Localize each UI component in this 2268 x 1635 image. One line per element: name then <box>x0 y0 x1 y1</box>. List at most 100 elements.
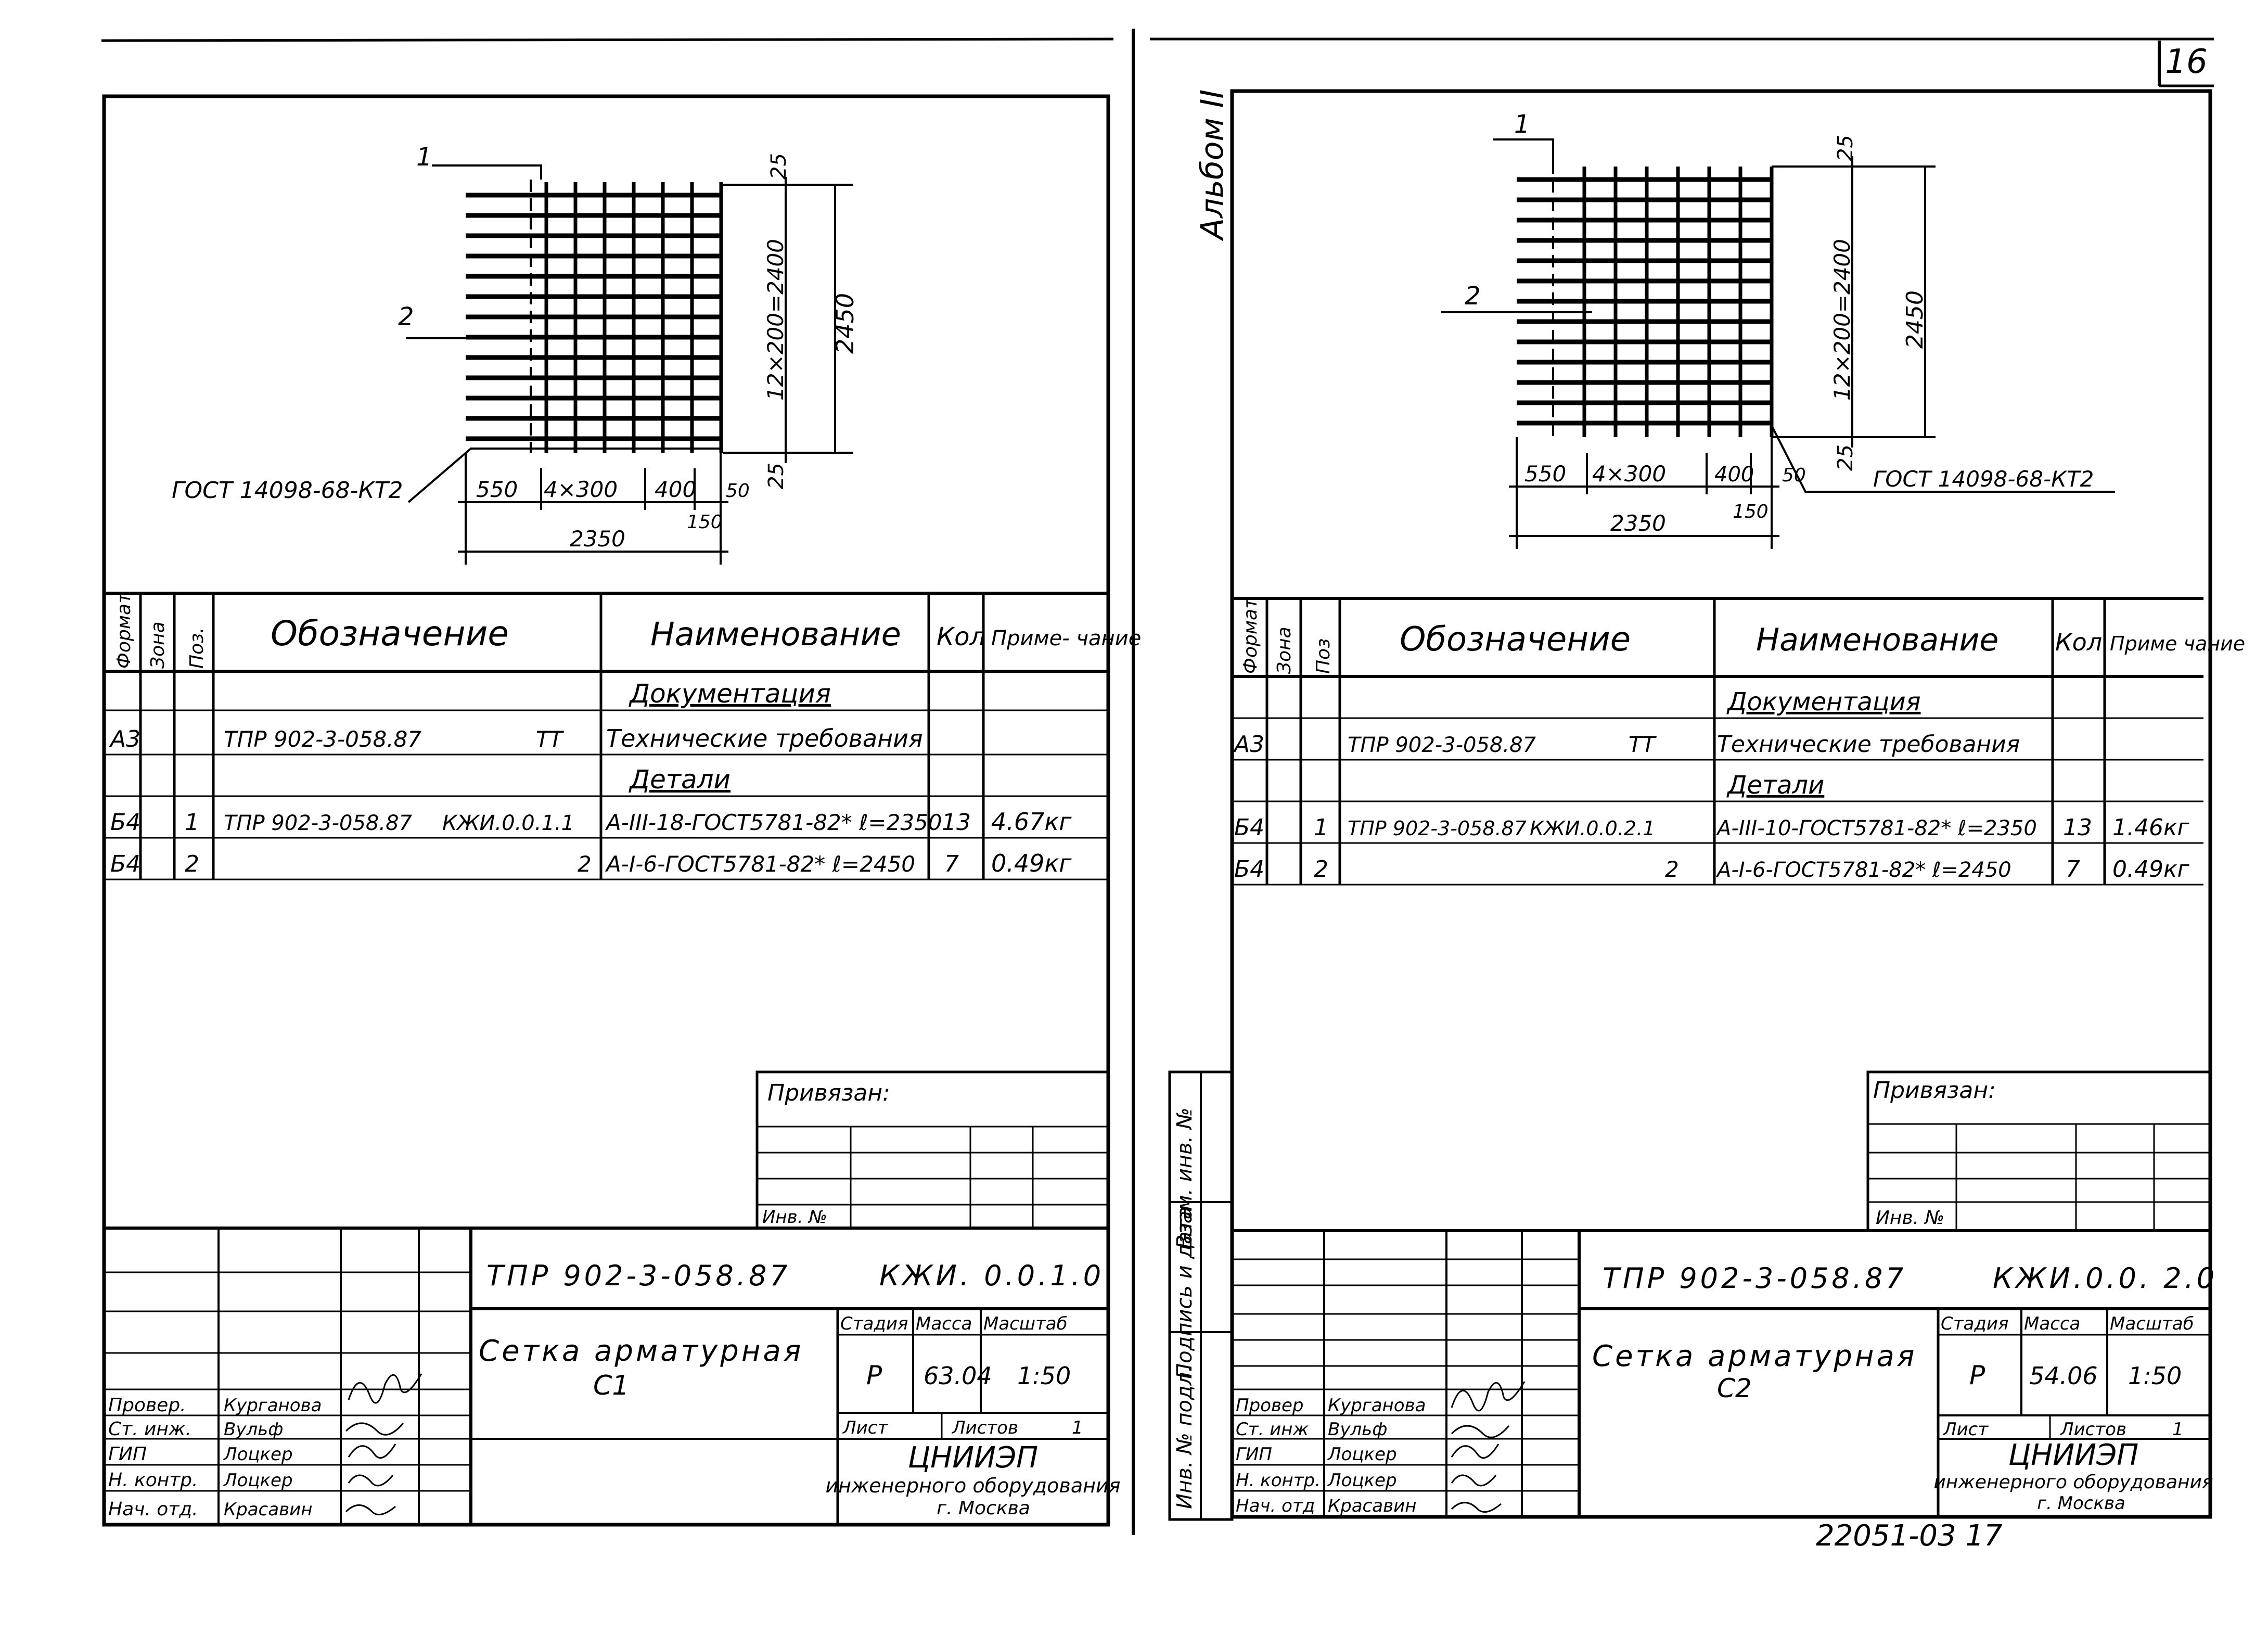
row3-pos: 2 <box>1314 856 1328 883</box>
top-line-left <box>101 37 1114 42</box>
tb-signer-2: Вульф <box>224 1419 283 1440</box>
signature-4 <box>348 1474 394 1487</box>
spec-h-pos: Поз. <box>186 627 208 669</box>
row2-note: 4.67кг <box>991 808 1072 836</box>
tie-in-inv-label: Инв. № <box>762 1207 827 1228</box>
pos2-label: 2 <box>398 302 414 331</box>
title-block <box>104 1227 1108 1525</box>
row1-format: А3 <box>109 726 140 752</box>
tb-scale: 1:50 <box>1017 1362 1071 1390</box>
dim-pitch: 12×200=2400 <box>763 239 788 401</box>
tb-mass: 54.06 <box>2029 1362 2098 1390</box>
tie-in-label: Привязан: <box>1873 1077 1996 1104</box>
tb-signer-4: Лоцкер <box>223 1470 293 1491</box>
tb-role-2: Ст. инж. <box>108 1419 191 1440</box>
margin-label-replace: Взам. инв. № <box>1173 1107 1197 1249</box>
tb-title-line1: Сетка арматурная <box>479 1334 803 1368</box>
tie-in-inv-label: Инв. № <box>1876 1207 1944 1229</box>
tb-sheet-label: Лист <box>842 1417 888 1438</box>
spec-h-format: Формат <box>1240 597 1261 674</box>
tb-stage-header: Стадия <box>1941 1313 2008 1334</box>
section-details: Детали <box>1726 771 1824 800</box>
row2-name: А-III-10-ГОСТ5781-82* ℓ=2350 <box>1715 816 2037 840</box>
pos1-label: 1 <box>1514 110 1530 139</box>
row2-designation: ТПР 902-3-058.87 <box>224 811 413 835</box>
tb-title-line2: С1 <box>593 1370 629 1401</box>
tb-signer-5: Красавин <box>1328 1496 1416 1516</box>
tb-role-3: ГИП <box>1236 1444 1272 1465</box>
tie-in-box <box>1866 1070 2212 1232</box>
section-docs: Документация <box>1726 687 1921 717</box>
dim-total: 2350 <box>570 526 625 552</box>
dim-150: 150 <box>687 512 723 533</box>
spec-h-name: Наименование <box>650 615 901 653</box>
margin-label-sign: Подпись и дата <box>1173 1207 1197 1379</box>
dim-25-bottom: 25 <box>764 463 788 489</box>
dim-150: 150 <box>1733 501 1769 522</box>
tb-org-line2: инженерного оборудования <box>825 1474 1120 1497</box>
spec-h-qty: Кол <box>937 622 985 652</box>
tb-title-line1: Сетка арматурная <box>1592 1339 1917 1373</box>
tb-mass-header: Масса <box>916 1313 972 1334</box>
tb-signer-3: Лоцкер <box>1327 1444 1397 1465</box>
dim-4x300: 4×300 <box>544 477 618 502</box>
dim-total: 2350 <box>1610 510 1666 536</box>
tb-org-line3: г. Москва <box>937 1498 1030 1519</box>
row2-designation-suffix: КЖИ.0.0.1.1 <box>442 811 574 835</box>
mesh-drawing <box>406 164 853 565</box>
row2-format: Б4 <box>110 809 140 836</box>
dim-25-top: 25 <box>767 153 791 180</box>
tb-org-line2: инженерного оборудования <box>1933 1472 2213 1493</box>
tb-scale-header: Масштаб <box>2110 1313 2194 1334</box>
tb-role-5: Нач. отд. <box>108 1499 198 1520</box>
tb-sheet-label: Лист <box>1942 1419 1989 1440</box>
spec-h-pos: Поз <box>1313 638 1334 674</box>
tb-signer-5: Красавин <box>224 1499 312 1520</box>
pos1-label: 1 <box>416 143 432 172</box>
row3-pos: 2 <box>185 851 199 877</box>
dim-400: 400 <box>1714 463 1754 487</box>
mesh-drawing <box>1441 138 2115 549</box>
tb-signer-4: Лоцкер <box>1327 1470 1397 1491</box>
row1-designation: ТПР 902-3-058.87 <box>1348 733 1536 757</box>
tb-role-3: ГИП <box>108 1444 147 1465</box>
signature-2 <box>1451 1425 1510 1438</box>
spec-h-designation: Обозначение <box>271 614 509 654</box>
tb-signer-2: Вульф <box>1328 1419 1387 1440</box>
spec-table <box>1232 597 2203 886</box>
tb-signer-1: Курганова <box>224 1395 322 1416</box>
spec-h-zone: Зона <box>147 621 169 669</box>
tb-doc-code: КЖИ. 0.0.1.0 <box>879 1259 1104 1292</box>
row1-name: Технические требования <box>606 724 923 752</box>
tb-role-1: Провер <box>1236 1395 1304 1416</box>
tb-sheets-label: Листов <box>2059 1419 2126 1440</box>
tb-stage: Р <box>866 1360 882 1390</box>
spec-h-note: Приме- чание <box>991 627 1141 650</box>
row3-designation-suffix: 2 <box>578 851 592 877</box>
spec-h-format: Формат <box>113 592 135 669</box>
dim-25-top: 25 <box>1834 135 1857 161</box>
row3-note: 0.49кг <box>991 849 1072 877</box>
tb-role-2: Ст. инж <box>1236 1419 1309 1440</box>
row3-qty: 7 <box>2066 856 2080 883</box>
tb-sheets-label: Листов <box>951 1417 1018 1438</box>
leader-gost <box>1771 425 2115 493</box>
row2-qty: 13 <box>942 809 971 836</box>
leader-gost <box>407 448 723 503</box>
spec-h-zone: Зона <box>1274 627 1295 674</box>
row2-designation-suffix: КЖИ.0.0.2.1 <box>1530 817 1655 840</box>
signatures <box>345 1373 422 1516</box>
sheet-frame <box>102 94 1110 1527</box>
dim-550: 550 <box>1524 461 1566 487</box>
tb-title-line2: С2 <box>1717 1373 1752 1403</box>
tb-signer-3: Лоцкер <box>223 1444 293 1465</box>
tb-doc-number: ТПР 902-3-058.87 <box>1603 1262 1907 1295</box>
signature-1 <box>1451 1381 1526 1412</box>
title-block <box>1232 1229 2210 1517</box>
row2-qty: 13 <box>2063 814 2092 841</box>
row1-name: Технические требования <box>1717 731 2020 758</box>
signature-3 <box>1451 1444 1500 1459</box>
row3-format: Б4 <box>110 851 140 877</box>
tb-mass: 63.04 <box>924 1362 992 1390</box>
